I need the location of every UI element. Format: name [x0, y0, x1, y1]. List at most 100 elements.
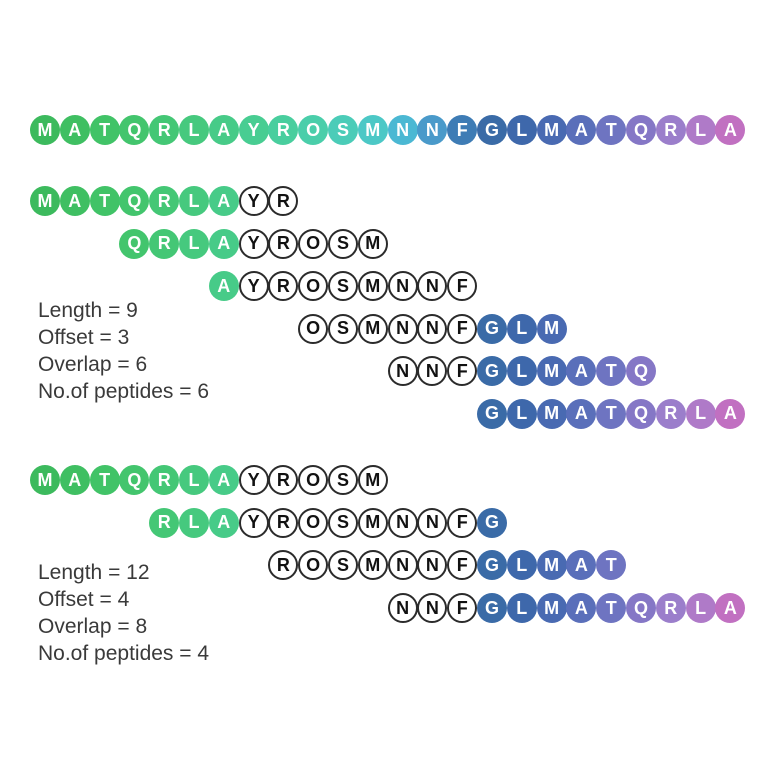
residue-circle: A — [208, 228, 239, 259]
residue-circle: G — [476, 356, 507, 386]
residue-circle: N — [417, 507, 448, 538]
residue-circle: R — [268, 507, 299, 538]
residue-circle: O — [298, 115, 329, 145]
group1-offset-label: Offset = 3 — [38, 326, 130, 349]
residue-circle: G — [476, 507, 507, 538]
residue-circle: S — [328, 115, 358, 145]
residue-circle: M — [536, 593, 567, 624]
residue-circle: Q — [625, 356, 656, 386]
residue-circle: S — [327, 313, 358, 344]
residue-circle: N — [387, 313, 418, 344]
residue-circle: L — [506, 356, 537, 386]
residue-circle: Y — [238, 271, 269, 301]
group2-stats: Length = 12 Offset = 4 Overlap = 8 No.of… — [38, 559, 209, 667]
residue-circle: A — [59, 115, 90, 145]
residue-circle: M — [536, 313, 567, 344]
residue-circle: Y — [238, 228, 269, 259]
group1-overlap-label: Overlap = 6 — [38, 353, 148, 376]
residue-circle: A — [208, 186, 239, 216]
residue-circle: A — [566, 593, 597, 624]
residue-circle: Y — [238, 465, 269, 495]
residue-circle: M — [536, 356, 567, 386]
residue-circle: G — [476, 313, 507, 344]
residue-circle: N — [387, 593, 418, 624]
residue-circle: R — [268, 271, 299, 301]
residue-circle: L — [506, 550, 537, 581]
residue-circle: N — [387, 271, 418, 301]
residue-circle: L — [506, 593, 537, 624]
residue-circle: R — [268, 465, 299, 495]
residue-circle: T — [596, 356, 627, 386]
residue-circle: A — [208, 271, 239, 301]
group2-peptide-count-label: No.of peptides = 4 — [38, 642, 210, 665]
residue-circle: L — [178, 228, 209, 259]
residue-circle: S — [327, 228, 358, 259]
residue-circle: R — [655, 398, 686, 429]
residue-circle: N — [387, 115, 418, 145]
residue-circle: N — [417, 356, 448, 386]
residue-circle: F — [447, 313, 478, 344]
residue-circle: M — [536, 398, 567, 429]
residue-circle: A — [566, 356, 597, 386]
residue-circle: A — [566, 115, 597, 145]
residue-circle: M — [357, 507, 388, 538]
residue-circle: O — [298, 550, 329, 581]
residue-circle: R — [268, 550, 299, 581]
residue-circle: M — [357, 115, 388, 145]
group1-length-label: Length = 9 — [38, 299, 138, 322]
residue-circle: L — [685, 398, 716, 429]
residue-circle: R — [149, 115, 180, 145]
residue-circle: N — [387, 507, 418, 538]
residue-circle: A — [208, 115, 239, 145]
residue-circle: R — [268, 115, 299, 145]
residue-circle: M — [357, 550, 388, 581]
residue-circle: Q — [626, 398, 656, 429]
residue-circle: G — [476, 550, 507, 581]
residue-circle: A — [59, 186, 90, 216]
group1-peptide-count-label: No.of peptides = 6 — [38, 380, 210, 403]
residue-circle: N — [417, 593, 448, 624]
residue-circle: R — [268, 186, 299, 216]
residue-circle: F — [447, 115, 478, 145]
residue-circle: M — [536, 550, 567, 581]
residue-circle: L — [506, 398, 537, 429]
residue-circle: A — [715, 398, 746, 429]
residue-circle: L — [685, 593, 716, 624]
residue-circle: N — [417, 115, 448, 145]
residue-circle: R — [149, 507, 180, 538]
residue-circle: M — [30, 115, 60, 145]
residue-circle: N — [417, 550, 448, 581]
residue-circle: A — [208, 465, 239, 495]
residue-circle: M — [357, 313, 388, 344]
residue-circle: O — [298, 465, 329, 495]
residue-circle: Q — [119, 465, 150, 495]
residue-circle: T — [596, 398, 627, 429]
group2-length-label: Length = 12 — [38, 561, 150, 584]
residue-circle: S — [327, 550, 358, 581]
residue-circle: Q — [626, 115, 656, 145]
residue-circle: Q — [119, 228, 150, 259]
residue-circle: S — [327, 271, 358, 301]
residue-circle: T — [89, 186, 120, 216]
residue-circle: L — [179, 115, 209, 145]
residue-circle: A — [59, 465, 90, 495]
residue-circle: A — [566, 550, 597, 581]
residue-circle: R — [655, 593, 686, 624]
residue-circle: L — [506, 115, 537, 145]
residue-circle: T — [596, 593, 627, 624]
residue-circle: S — [327, 507, 358, 538]
residue-circle: Q — [119, 186, 150, 216]
residue-circle: T — [596, 115, 627, 145]
residue-circle: Y — [238, 507, 269, 538]
residue-circle: T — [596, 550, 627, 581]
residue-circle: N — [387, 550, 418, 581]
residue-circle: O — [298, 228, 329, 259]
residue-circle: L — [685, 115, 716, 145]
group2-offset-label: Offset = 4 — [38, 588, 130, 611]
residue-circle: T — [89, 115, 120, 145]
residue-circle: O — [298, 313, 329, 344]
residue-circle: L — [506, 313, 537, 344]
residue-circle: M — [357, 271, 388, 301]
residue-circle: F — [447, 356, 478, 386]
